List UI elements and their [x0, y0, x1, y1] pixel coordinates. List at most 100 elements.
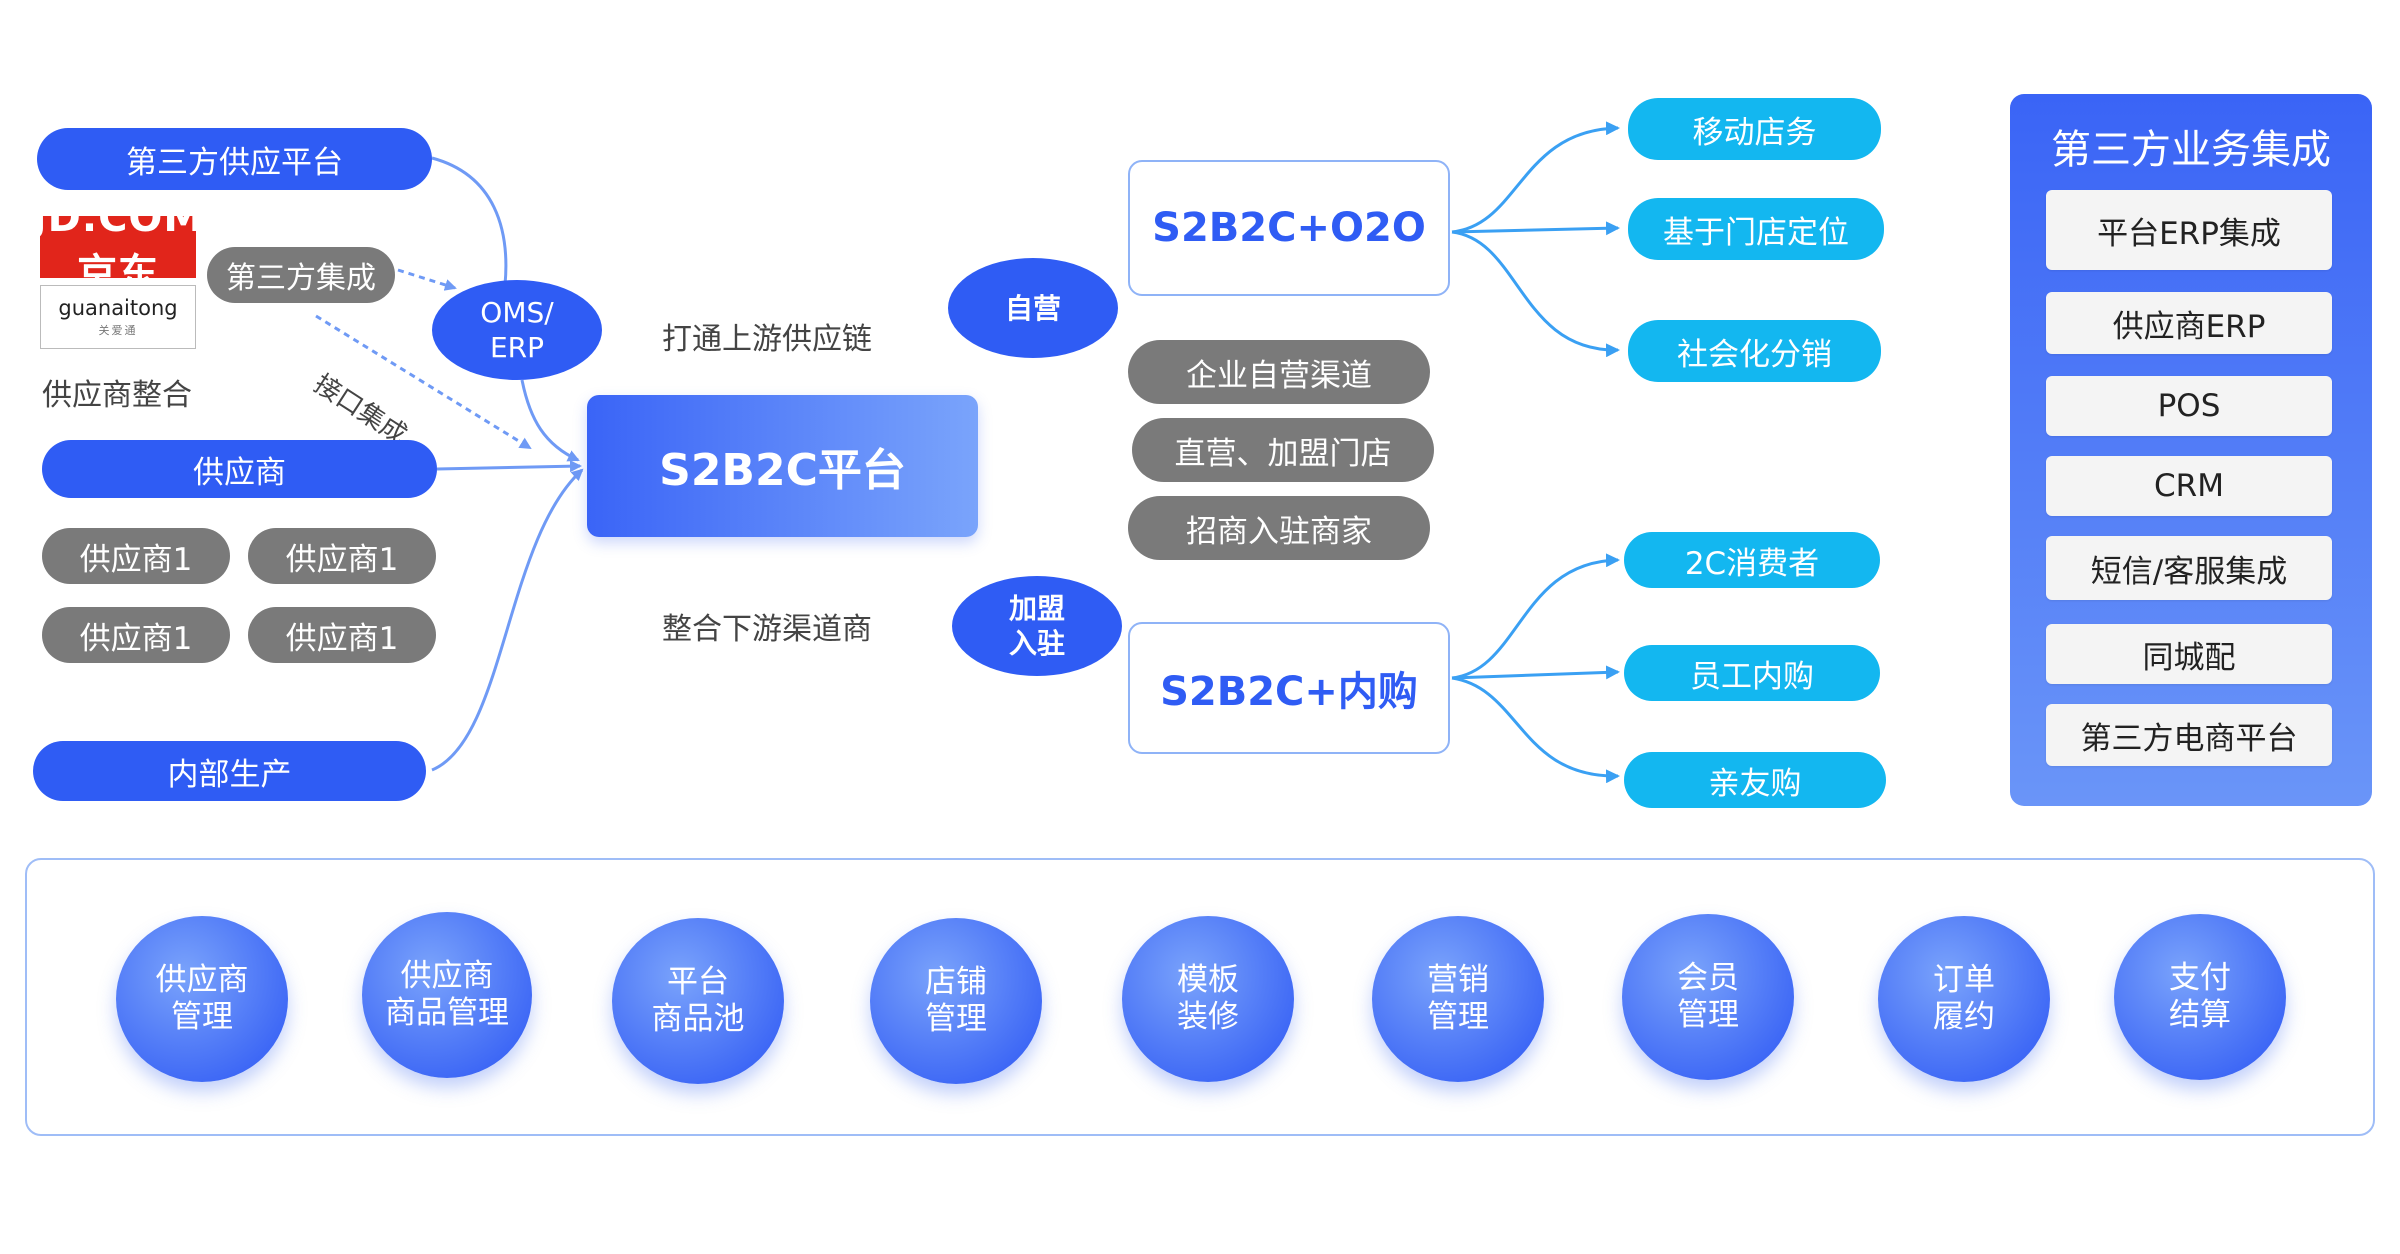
module-line2: 管理 — [1677, 997, 1739, 1033]
integration-item-same-city: 同城配 — [2046, 624, 2332, 684]
branch-employee-purchase: 员工内购 — [1624, 645, 1880, 701]
supplier-item-1: 供应商1 — [42, 528, 230, 584]
channel-label: 企业自营渠道 — [1186, 357, 1372, 394]
third-party-platform-pill: 第三方供应平台 — [37, 128, 432, 190]
supplier-integration-label: 供应商整合 — [42, 378, 192, 413]
module-line2: 管理 — [171, 999, 233, 1035]
jd-logo-text: JD.COM京东 — [31, 195, 205, 297]
third-party-business-panel: 第三方业务集成 平台ERP集成 供应商ERP POS CRM 短信/客服集成 同… — [2010, 94, 2372, 806]
module-store-management: 店铺 管理 — [870, 918, 1042, 1084]
integration-item-label: 短信/客服集成 — [2090, 553, 2288, 590]
module-line2: 管理 — [1427, 999, 1489, 1035]
self-operated-oval: 自营 — [948, 258, 1118, 358]
module-line1: 营销 — [1427, 961, 1489, 998]
oms-erp-line2: ERP — [489, 331, 545, 364]
guanaitong-logo: guanaitong 关爱通 — [40, 285, 196, 349]
branch-mobile-store: 移动店务 — [1628, 98, 1881, 160]
right-panel-title: 第三方业务集成 — [2051, 127, 2331, 173]
module-line1: 会员 — [1677, 959, 1739, 996]
integration-item-ecommerce: 第三方电商平台 — [2046, 704, 2332, 766]
module-line1: 模板 — [1177, 961, 1239, 998]
module-line1: 店铺 — [925, 963, 987, 1000]
channel-pill-3: 招商入驻商家 — [1128, 496, 1430, 560]
supplier-pill: 供应商 — [42, 440, 437, 498]
module-line1: 供应商 — [400, 957, 494, 994]
module-line2: 结算 — [2169, 997, 2231, 1033]
s2b2c-o2o-label: S2B2C+O2O — [1152, 205, 1426, 251]
integration-item-platform-erp: 平台ERP集成 — [2046, 190, 2332, 270]
branch-label: 社会化分销 — [1677, 336, 1832, 373]
downstream-label: 整合下游渠道商 — [662, 612, 872, 647]
channel-pill-1: 企业自营渠道 — [1128, 340, 1430, 404]
integration-item-label: CRM — [2154, 468, 2224, 504]
module-line1: 平台 — [667, 963, 729, 1000]
integration-item-pos: POS — [2046, 376, 2332, 436]
supplier-label: 供应商 — [193, 454, 286, 491]
module-line2: 商品管理 — [385, 995, 509, 1031]
branch-label: 亲友购 — [1708, 765, 1802, 802]
supplier-item-label: 供应商1 — [79, 541, 193, 578]
guanaitong-logo-main: guanaitong — [58, 296, 178, 320]
supplier-item-label: 供应商1 — [79, 620, 193, 657]
integration-item-crm: CRM — [2046, 456, 2332, 516]
module-marketing-management: 营销 管理 — [1372, 916, 1544, 1082]
s2b2c-o2o-box: S2B2C+O2O — [1128, 160, 1450, 296]
oms-erp-line1: OMS/ — [480, 296, 554, 329]
internal-production-pill: 内部生产 — [33, 741, 426, 801]
module-order-fulfillment: 订单 履约 — [1878, 916, 2050, 1082]
oms-erp-oval: OMS/ ERP — [432, 280, 602, 380]
franchise-line2: 入驻 — [1008, 627, 1065, 660]
module-line1: 支付 — [2169, 959, 2231, 996]
branch-label: 基于门店定位 — [1663, 214, 1849, 251]
self-operated-label: 自营 — [1004, 291, 1061, 325]
module-line1: 订单 — [1933, 961, 1995, 998]
module-line2: 商品池 — [651, 1001, 745, 1037]
upstream-label: 打通上游供应链 — [662, 322, 872, 357]
module-template-decoration: 模板 装修 — [1122, 916, 1294, 1082]
franchise-line1: 加盟 — [1008, 592, 1065, 625]
s2b2c-platform-box: S2B2C平台 — [587, 395, 978, 537]
franchise-oval: 加盟 入驻 — [952, 576, 1122, 676]
channel-label: 招商入驻商家 — [1186, 513, 1372, 550]
branch-label: 2C消费者 — [1684, 545, 1820, 582]
module-line2: 履约 — [1933, 999, 1995, 1035]
integration-item-label: 供应商ERP — [2112, 308, 2266, 345]
module-supplier-management: 供应商 管理 — [116, 916, 288, 1082]
module-line2: 装修 — [1177, 999, 1239, 1035]
integration-item-label: 同城配 — [2142, 639, 2236, 676]
supplier-item-3: 供应商1 — [42, 607, 230, 663]
third-party-platform-label: 第三方供应平台 — [126, 144, 343, 181]
branch-2c-consumer: 2C消费者 — [1624, 532, 1880, 588]
supplier-item-label: 供应商1 — [285, 541, 399, 578]
module-line2: 管理 — [925, 1001, 987, 1037]
branch-friends-purchase: 亲友购 — [1624, 752, 1886, 808]
supplier-item-label: 供应商1 — [285, 620, 399, 657]
integration-item-sms-service: 短信/客服集成 — [2046, 536, 2332, 600]
s2b2c-internal-purchase-box: S2B2C+内购 — [1128, 622, 1450, 754]
branch-label: 员工内购 — [1690, 658, 1814, 695]
s2b2c-internal-purchase-label: S2B2C+内购 — [1160, 669, 1418, 715]
module-supplier-product-management: 供应商 商品管理 — [362, 912, 532, 1078]
jd-logo: JD.COM京东 — [32, 195, 203, 297]
channel-label: 直营、加盟门店 — [1174, 435, 1392, 472]
branch-social-distribution: 社会化分销 — [1628, 320, 1881, 382]
module-platform-product-pool: 平台 商品池 — [612, 918, 784, 1084]
supplier-item-2: 供应商1 — [248, 528, 436, 584]
branch-store-location: 基于门店定位 — [1628, 198, 1884, 260]
integration-item-supplier-erp: 供应商ERP — [2046, 292, 2332, 354]
supplier-item-4: 供应商1 — [248, 607, 436, 663]
integration-item-label: 平台ERP集成 — [2097, 215, 2281, 252]
s2b2c-platform-label: S2B2C平台 — [659, 445, 906, 496]
integration-item-label: POS — [2157, 388, 2221, 424]
channel-pill-2: 直营、加盟门店 — [1132, 418, 1434, 482]
module-payment-settlement: 支付 结算 — [2114, 914, 2286, 1080]
integration-item-label: 第三方电商平台 — [2080, 720, 2298, 757]
module-line1: 供应商 — [155, 961, 249, 998]
third-party-integration-pill: 第三方集成 — [207, 247, 395, 303]
guanaitong-logo-sub: 关爱通 — [98, 324, 138, 337]
internal-production-label: 内部生产 — [167, 756, 292, 793]
module-member-management: 会员 管理 — [1622, 914, 1794, 1080]
third-party-integration-label: 第三方集成 — [226, 261, 376, 296]
branch-label: 移动店务 — [1692, 114, 1817, 151]
